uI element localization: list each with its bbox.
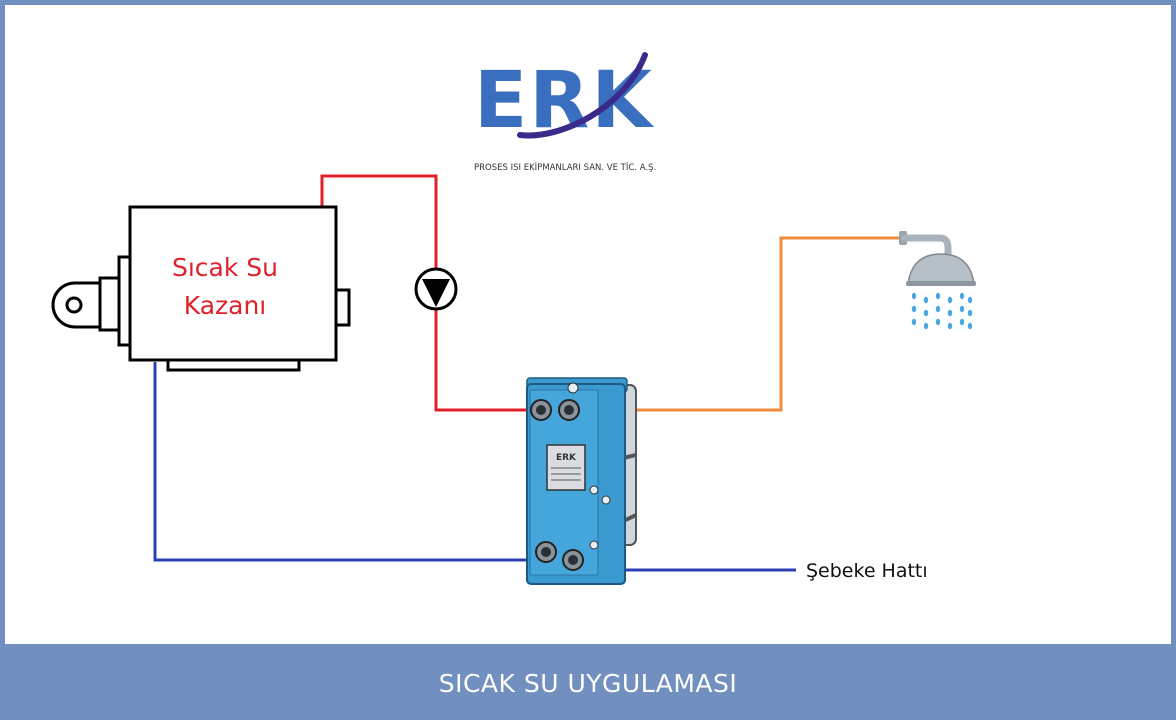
shower-icon <box>899 231 976 286</box>
water-drop <box>959 318 965 326</box>
boiler-label-line2: Kazanı <box>184 291 267 320</box>
domestic-hot-pipe <box>566 236 900 412</box>
logo-letters: ERK <box>474 56 654 146</box>
water-drop <box>911 318 917 326</box>
erk-logo: ERK PROSES ISI EKİPMANLARI SAN. VE TİC. … <box>474 52 656 173</box>
water-drop <box>935 292 941 300</box>
boiler-label-line1: Sıcak Su <box>172 253 278 282</box>
hot-water-diagram: ERK PROSES ISI EKİPMANLARI SAN. VE TİC. … <box>51 52 976 585</box>
water-drop <box>967 309 973 317</box>
water-drop <box>923 296 929 304</box>
water-drop <box>935 305 941 313</box>
water-drop <box>947 296 953 304</box>
return-pipe <box>153 362 540 562</box>
nameplate-text: ERK <box>556 453 577 463</box>
water-drop <box>923 309 929 317</box>
mains-label: Şebeke Hattı <box>806 560 928 582</box>
water-drop <box>967 322 973 330</box>
water-drop <box>947 309 953 317</box>
water-drop <box>911 305 917 313</box>
hot-pipe <box>320 174 540 412</box>
water-drop <box>947 322 953 330</box>
logo-swoosh <box>517 52 648 139</box>
burner-icon <box>51 255 133 347</box>
water-drop <box>923 322 929 330</box>
logo-tagline: PROSES ISI EKİPMANLARI SAN. VE TİC. A.Ş. <box>474 162 656 173</box>
circulation-pump-icon <box>414 267 458 311</box>
boiler <box>128 205 351 372</box>
water-drops <box>911 292 973 330</box>
footer-bar: SICAK SU UYGULAMASI <box>0 646 1176 720</box>
water-drop <box>959 292 965 300</box>
water-drop <box>959 305 965 313</box>
water-drop <box>935 318 941 326</box>
water-drop <box>911 292 917 300</box>
plate-heat-exchanger: ERK <box>526 377 637 585</box>
water-drop <box>967 296 973 304</box>
footer-title: SICAK SU UYGULAMASI <box>438 668 738 698</box>
